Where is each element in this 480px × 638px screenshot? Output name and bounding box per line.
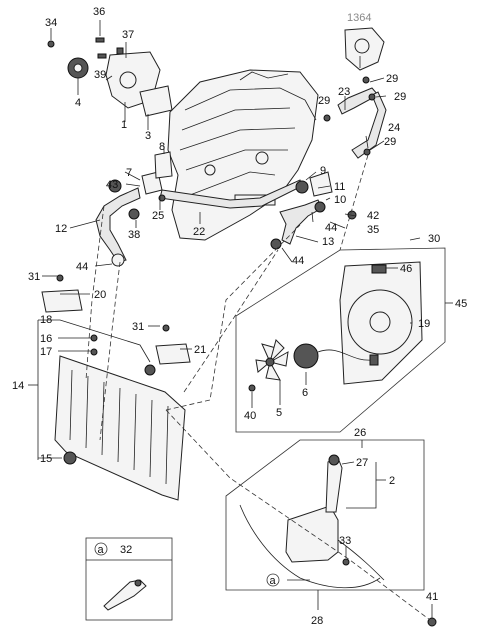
callout-38: 38 [128, 229, 140, 241]
callout-14: 14 [12, 380, 24, 392]
callout-20: 20 [94, 289, 106, 301]
leader-lines [28, 20, 453, 618]
callout-1364: 1364 [347, 12, 371, 24]
callout-43: 43 [106, 179, 118, 191]
callout-8: 8 [159, 141, 165, 153]
callout-39: 39 [94, 69, 106, 81]
callout-32: 32 [120, 544, 132, 556]
reservoir-assembly [225, 439, 437, 627]
callout-29-a: 29 [386, 73, 398, 85]
callout-2: 2 [389, 475, 395, 487]
callout-23: 23 [338, 86, 350, 98]
callout-24: 24 [388, 122, 400, 134]
callout-11: 11 [334, 181, 345, 193]
callout-3: 3 [145, 130, 151, 142]
callout-9: 9 [320, 165, 326, 177]
callout-labels: 34 36 37 39 4 1 3 8 7 43 38 12 44 25 22 … [12, 6, 467, 627]
water-pump [47, 37, 173, 117]
callout-44-right: 44 [292, 255, 304, 267]
ref-marker-circle [266, 573, 280, 587]
callout-18: 18 [40, 314, 52, 326]
callout-41: 41 [426, 591, 438, 603]
callout-30: 30 [428, 233, 440, 245]
callout-44-mid: 44 [325, 222, 337, 234]
callout-33: 33 [339, 535, 351, 547]
callout-15: 15 [40, 453, 52, 465]
callout-34: 34 [45, 17, 57, 29]
callout-29-c: 29 [394, 91, 406, 103]
callout-42: 42 [367, 210, 379, 222]
callout-37: 37 [122, 29, 134, 41]
callout-25: 25 [152, 210, 164, 222]
callout-12: 12 [55, 223, 67, 235]
callout-26: 26 [354, 427, 366, 439]
callout-22: 22 [193, 226, 205, 238]
callout-44-left: 44 [76, 261, 88, 273]
callout-27: 27 [356, 457, 368, 469]
radiator [41, 274, 191, 501]
callout-17: 17 [40, 346, 52, 358]
callout-16: 16 [40, 333, 52, 345]
callout-19: 19 [418, 318, 430, 330]
callout-10: 10 [334, 194, 346, 206]
callout-35: 35 [367, 224, 379, 236]
fan-assembly [235, 247, 446, 433]
callout-40: 40 [244, 410, 256, 422]
callout-28: 28 [311, 615, 323, 627]
callout-36: 36 [93, 6, 105, 18]
callout-4: 4 [75, 97, 81, 109]
callout-1: 1 [121, 119, 127, 131]
upper-radiator-hose [95, 151, 173, 267]
callout-46: 46 [400, 263, 412, 275]
callout-5: 5 [276, 407, 282, 419]
callout-29-b: 29 [318, 95, 330, 107]
ref-marker-a: a [270, 575, 277, 587]
dashed-lines [85, 154, 431, 621]
thermostat-housing [323, 27, 387, 159]
inset-ref-marker: a [98, 544, 105, 556]
callout-31-mid: 31 [132, 321, 144, 333]
callout-7: 7 [126, 167, 132, 179]
callout-13: 13 [322, 236, 334, 248]
fan-blades [255, 339, 289, 381]
inset-32: a 32 [85, 537, 173, 621]
callout-21: 21 [194, 344, 206, 356]
callout-6: 6 [302, 387, 308, 399]
callout-45: 45 [455, 298, 467, 310]
callout-29-d: 29 [384, 136, 396, 148]
callout-31-left: 31 [28, 271, 40, 283]
